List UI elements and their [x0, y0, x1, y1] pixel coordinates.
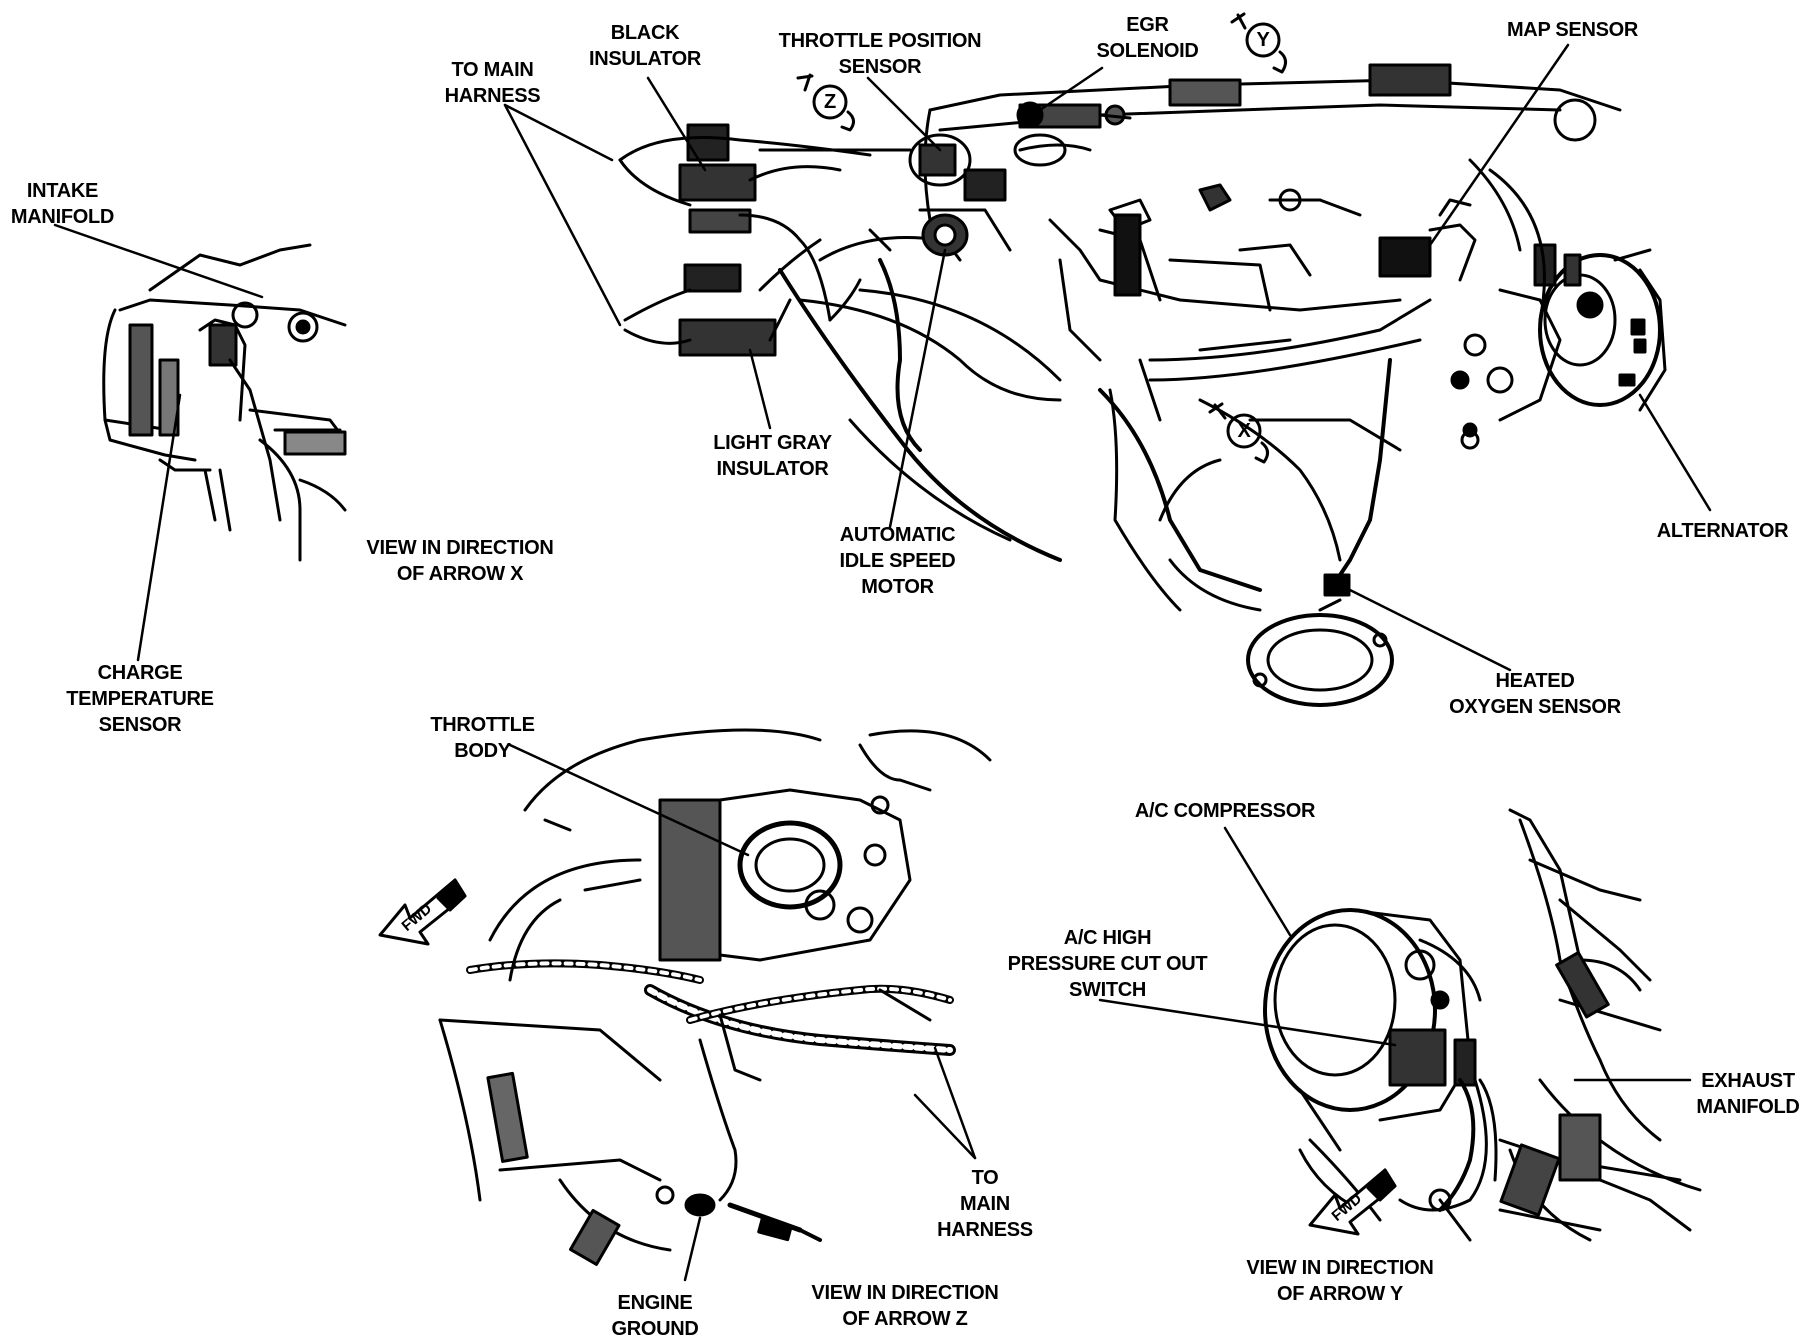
label-charge-temperature-sensor: CHARGE TEMPERATURE SENSOR [66, 662, 214, 736]
leader-automatic-idle-speed-motor [888, 248, 947, 529]
label-throttle-position-sensor: THROTTLE POSITION SENSOR [778, 30, 982, 78]
label-light-gray-insulator: LIGHT GRAY INSULATOR [713, 432, 832, 480]
label-intake-manifold: INTAKE MANIFOLD [10, 180, 115, 228]
leader-engine-ground [683, 1216, 702, 1282]
leader-to-main-harness-b [503, 103, 622, 327]
label-engine-ground: ENGINE GROUND [611, 1292, 699, 1340]
leader-to-main-harness-a [503, 103, 614, 162]
label-view-arrow-x: VIEW IN DIRECTION OF ARROW X [366, 537, 554, 585]
view-z-illustration [438, 728, 992, 1266]
leader-ac-compressor [1223, 826, 1292, 937]
leader-to-main-harness-bottom-b [913, 1093, 977, 1160]
label-ac-high-pressure-cut-out-switch: A/C HIGH PRESSURE CUT OUT SWITCH [1007, 927, 1208, 1001]
leader-throttle-position-sensor [866, 76, 942, 152]
label-heated-oxygen-sensor: HEATED OXYGEN SENSOR [1449, 670, 1621, 718]
label-throttle-body: THROTTLE BODY [430, 714, 535, 762]
label-to-main-harness-top: TO MAIN HARNESS [444, 59, 541, 107]
arrow-marker-y [1230, 12, 1287, 74]
leader-egr-solenoid [1038, 66, 1104, 112]
leader-throttle-body [508, 743, 750, 857]
label-ac-compressor: A/C COMPRESSOR [1134, 800, 1316, 822]
leader-ac-high-pressure-switch [1098, 998, 1397, 1047]
label-exhaust-manifold: EXHAUST MANIFOLD [1696, 1070, 1800, 1118]
label-alternator: ALTERNATOR [1656, 520, 1789, 542]
arrow-letter-z: Z [824, 91, 836, 113]
label-egr-solenoid: EGR SOLENOID [1096, 14, 1199, 62]
leader-map-sensor [1428, 43, 1570, 247]
label-black-insulator: BLACK INSULATOR [588, 22, 702, 70]
label-map-sensor: MAP SENSOR [1506, 19, 1639, 41]
view-y-illustration [1263, 808, 1702, 1242]
leader-intake-manifold [53, 223, 264, 299]
arrow-letter-y: Y [1256, 29, 1270, 51]
leader-lines [53, 43, 1712, 1282]
arrow-letter-x: X [1237, 420, 1251, 442]
label-view-arrow-z: VIEW IN DIRECTION OF ARROW Z [811, 1282, 999, 1330]
view-x-illustration [102, 243, 347, 562]
engine-main-illustration [618, 63, 1667, 707]
leader-light-gray-insulator [748, 348, 772, 430]
label-automatic-idle-speed-motor: AUTOMATIC IDLE SPEED MOTOR [839, 524, 956, 598]
leader-to-main-harness-bottom-a [933, 1046, 977, 1160]
leader-alternator [1638, 393, 1712, 512]
label-to-main-harness-bottom: TO MAIN HARNESS [937, 1167, 1033, 1241]
arrow-marker-x [1208, 402, 1269, 464]
leader-black-insulator [646, 76, 707, 172]
leader-charge-temp-sensor [136, 393, 182, 662]
fwd-arrow-y [1308, 1168, 1397, 1236]
arrow-marker-z [796, 73, 855, 132]
label-view-arrow-y: VIEW IN DIRECTION OF ARROW Y [1246, 1257, 1434, 1305]
leader-heated-oxygen-sensor [1348, 588, 1512, 672]
fwd-arrow-z [378, 878, 467, 946]
